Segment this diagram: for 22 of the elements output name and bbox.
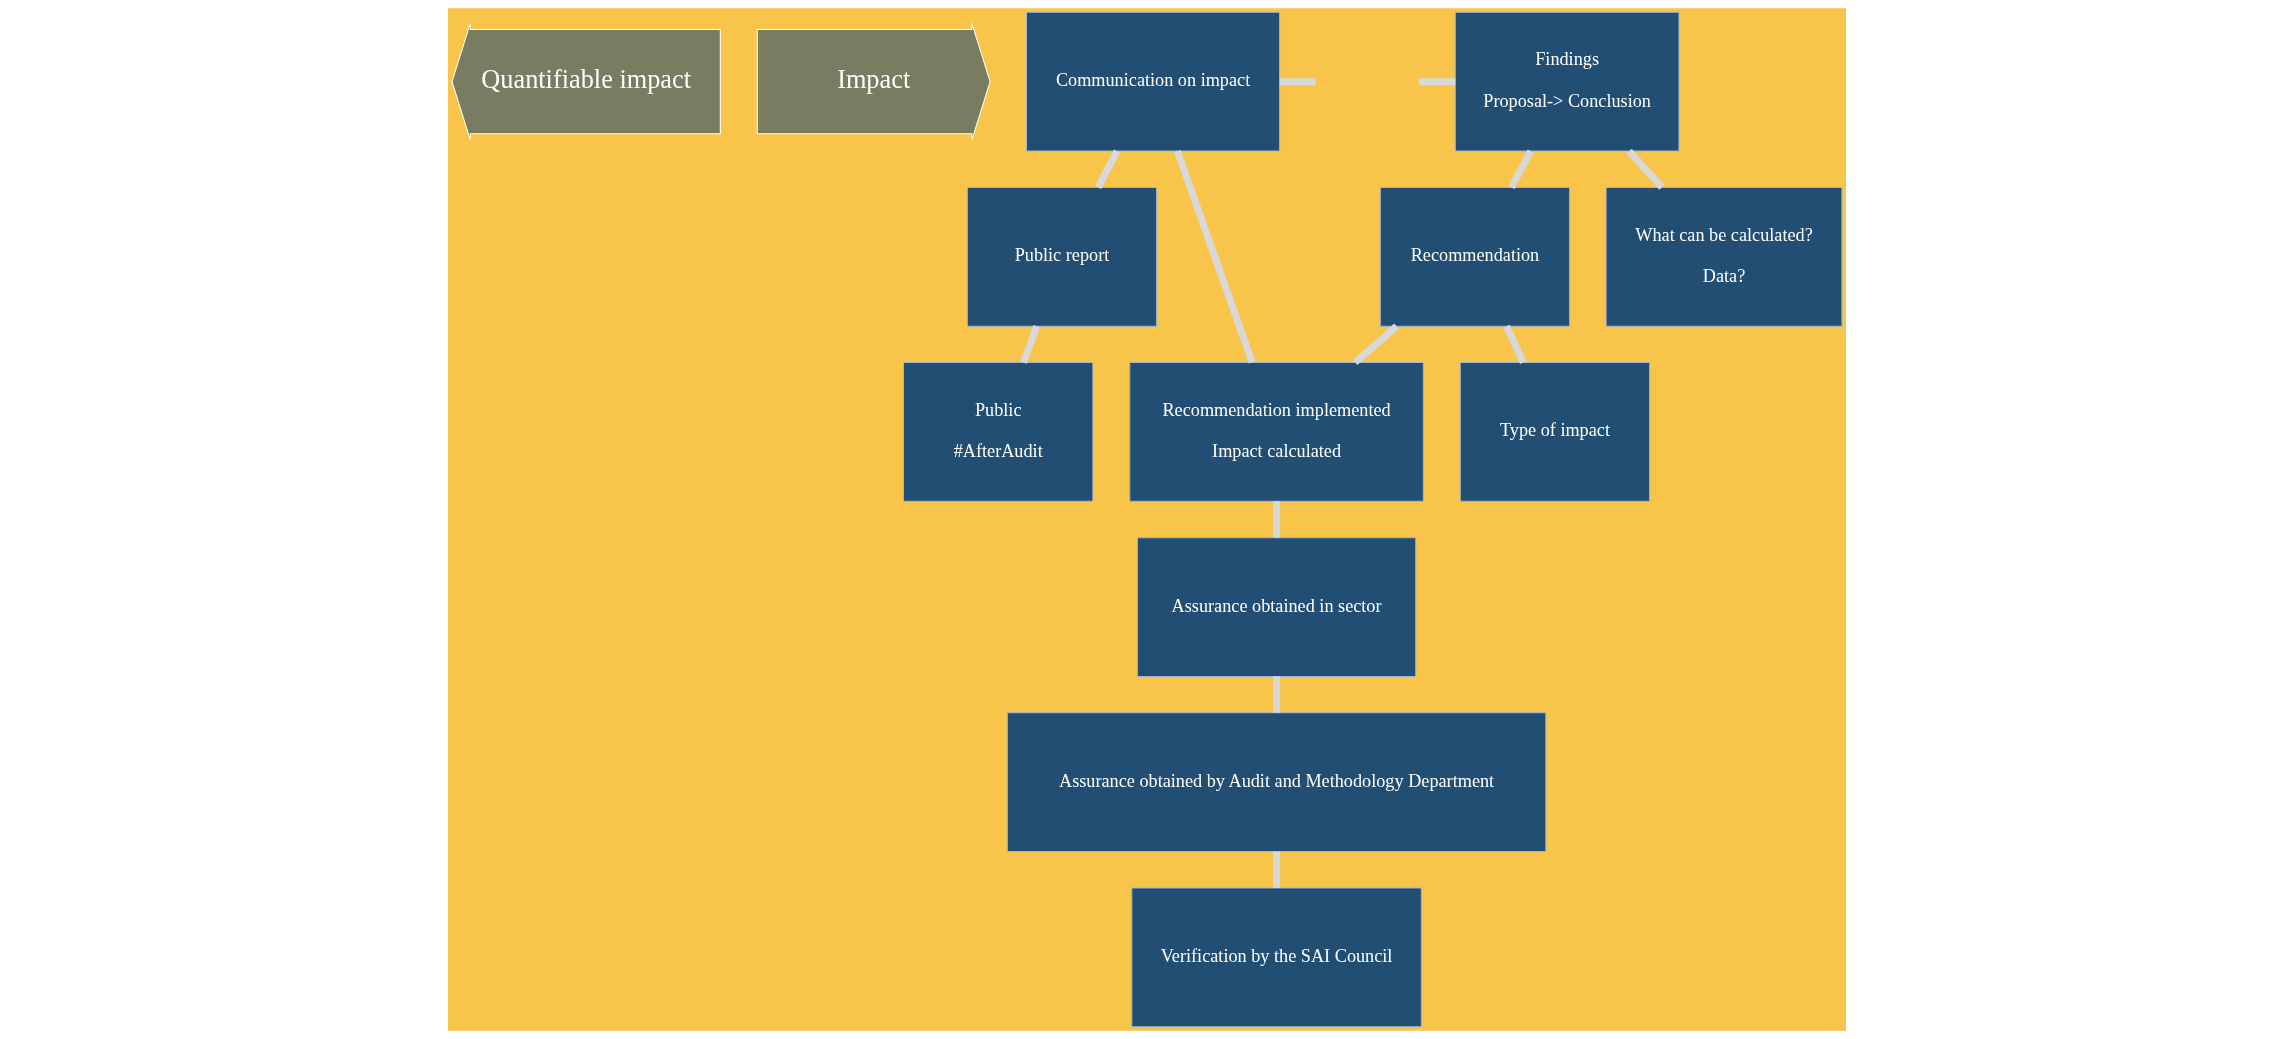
connector bbox=[1094, 149, 1120, 189]
node-box: Recommendation implemented Impact calculated bbox=[1128, 362, 1424, 502]
connector bbox=[1272, 501, 1280, 538]
node-box: Communication on impact bbox=[1025, 11, 1280, 152]
node-box: Recommendation bbox=[1379, 186, 1570, 327]
connector bbox=[1502, 324, 1527, 364]
connector bbox=[1272, 676, 1280, 713]
connector bbox=[1507, 149, 1534, 189]
connector bbox=[1279, 78, 1315, 86]
node-box: Public report bbox=[966, 186, 1157, 327]
node-box: Findings Proposal-> Conclusion bbox=[1454, 11, 1679, 152]
connector bbox=[1173, 149, 1256, 364]
node-box: Type of impact bbox=[1459, 362, 1650, 502]
node-box: Public #AfterAudit bbox=[902, 362, 1093, 502]
connector bbox=[1019, 325, 1040, 364]
connector bbox=[1352, 323, 1399, 366]
node-box: Verification by the SAI Council bbox=[1130, 887, 1422, 1028]
node-box: Assurance obtained in sector bbox=[1136, 537, 1416, 677]
node-box: Assurance obtained by Audit and Methodology Department bbox=[1006, 712, 1546, 853]
connector bbox=[1626, 148, 1665, 190]
node-box: What can be calculated? Data? bbox=[1605, 186, 1842, 327]
connector bbox=[1272, 851, 1280, 888]
